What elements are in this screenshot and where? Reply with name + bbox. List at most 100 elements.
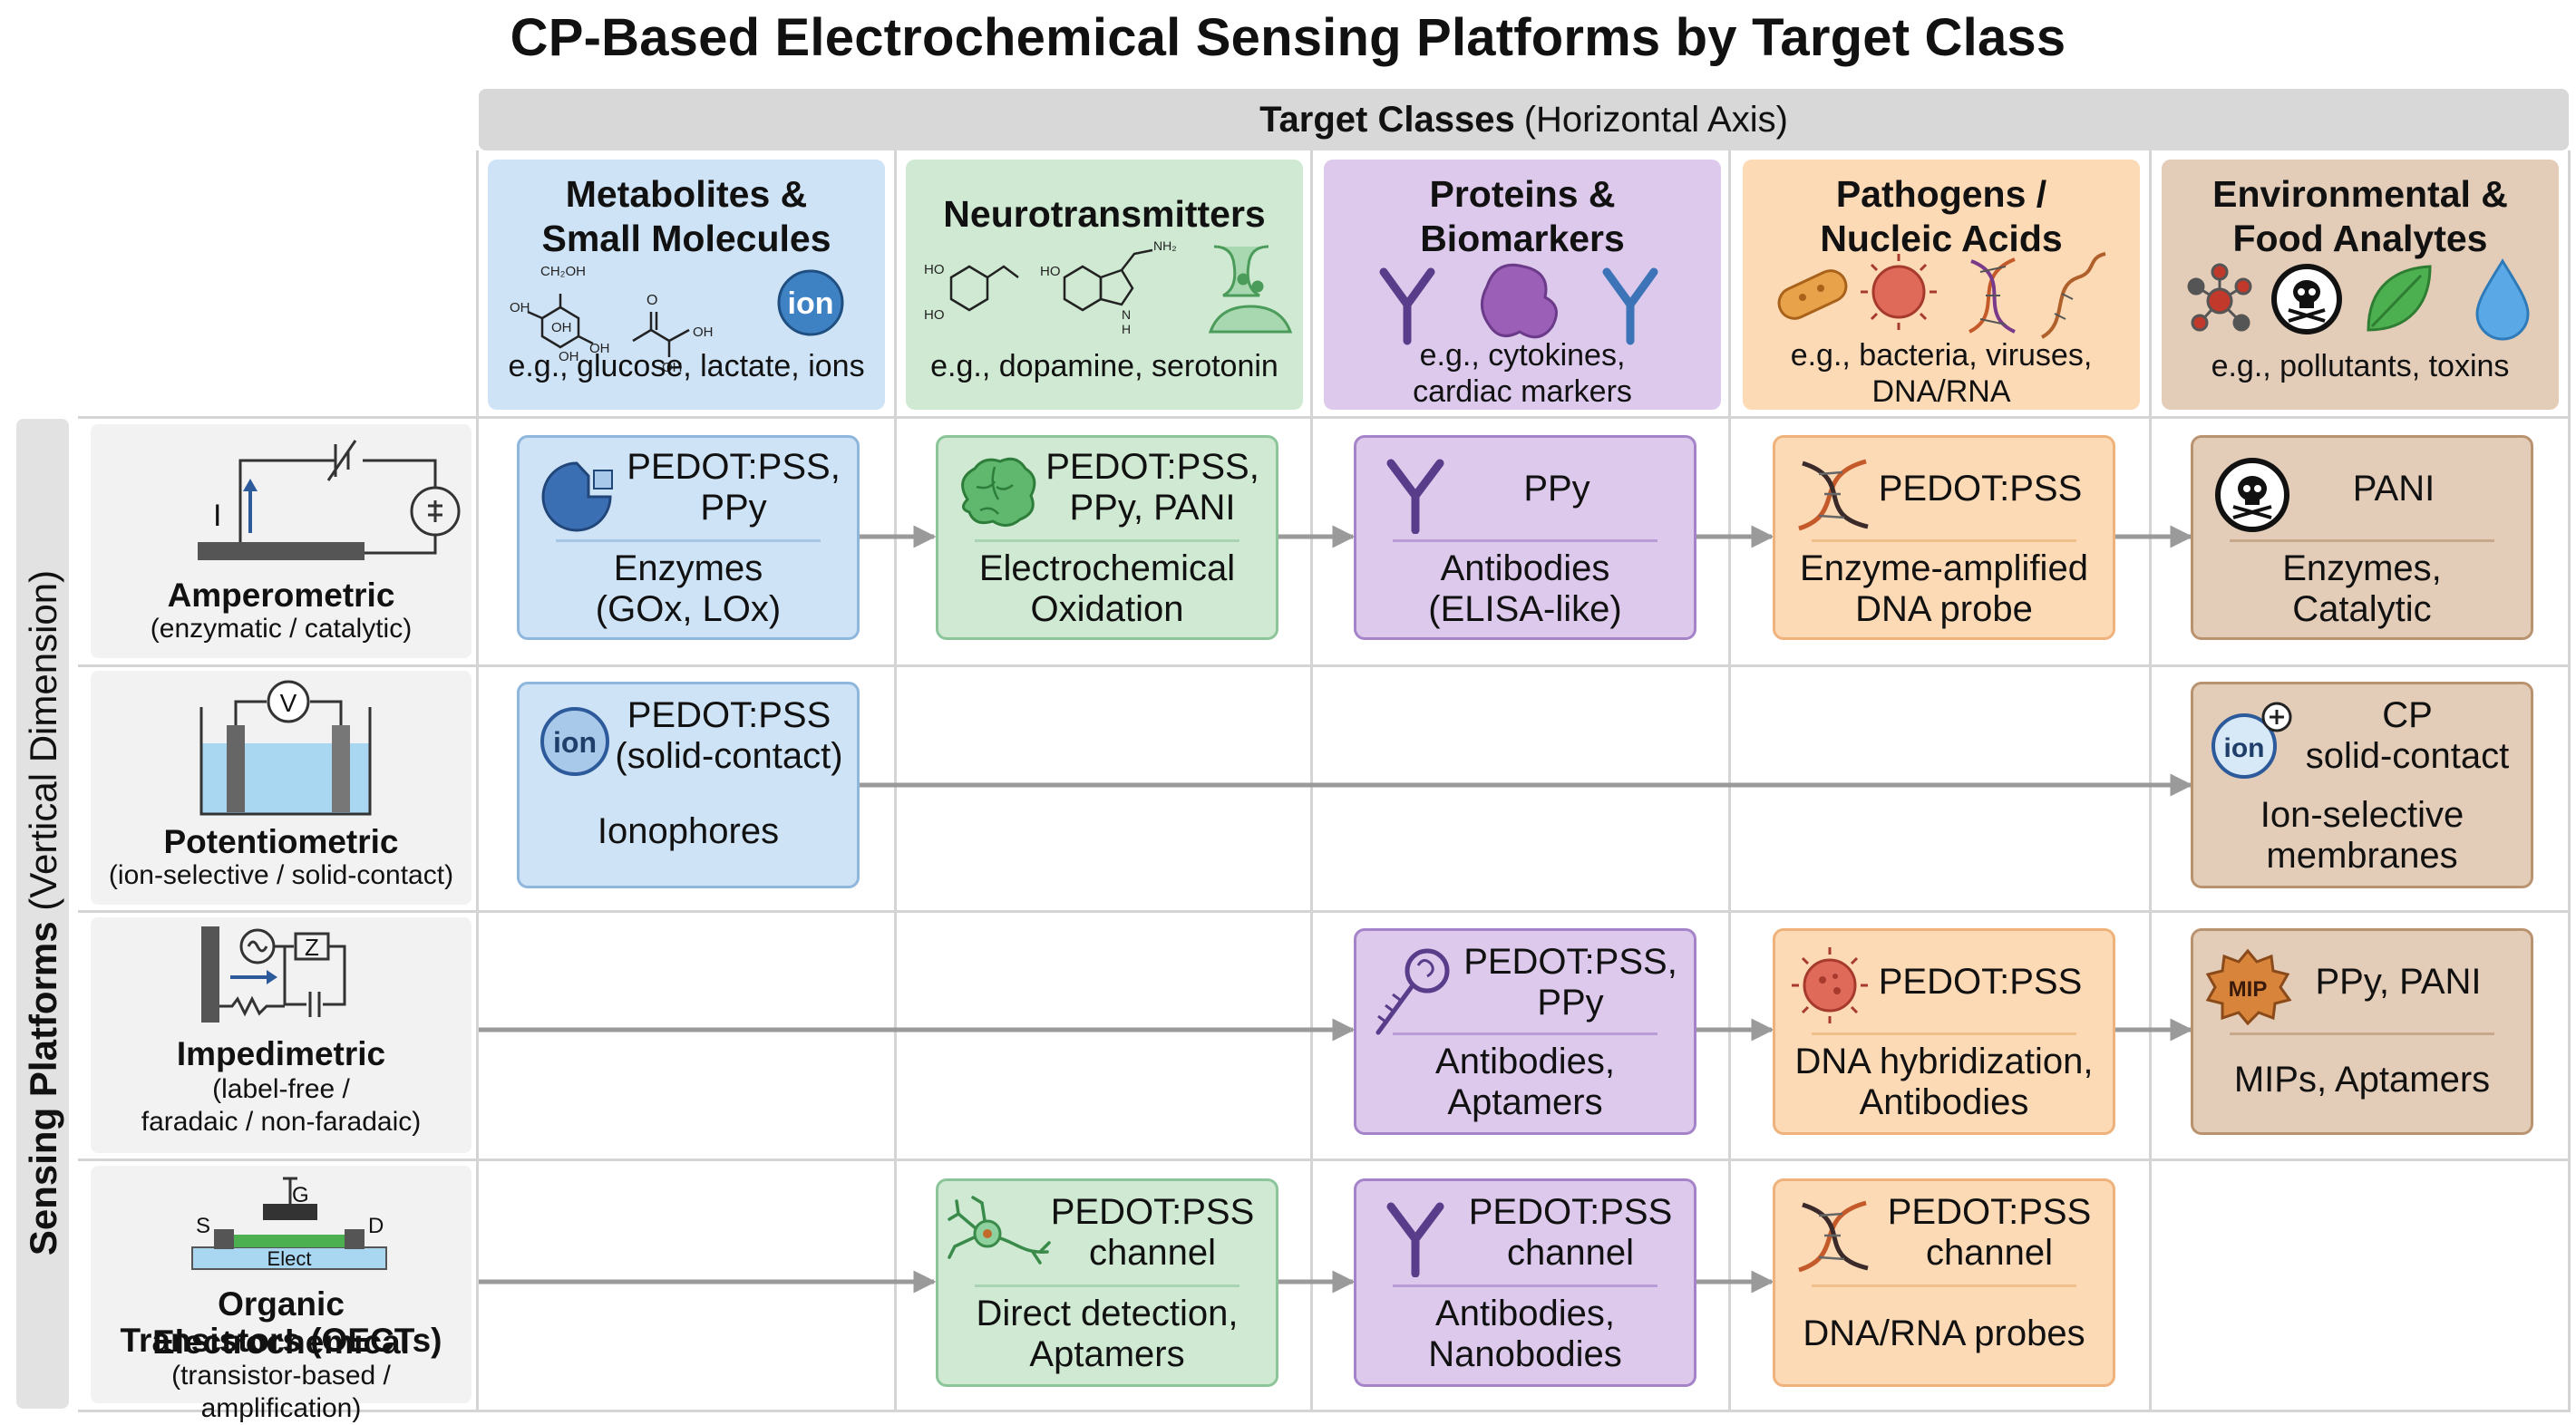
recognition-line-2: membranes	[2266, 836, 2458, 876]
recognition-line-2: Nanobodies	[1428, 1334, 1622, 1374]
column-header-metabolites: Metabolites & Small Molecules CH₂OH OH O…	[488, 160, 885, 410]
aptamer-probe-icon	[1375, 948, 1450, 1035]
cell-amperometric-neurotransmitters: PEDOT:PSS, PPy, PANI Electrochemical Oxi…	[936, 435, 1278, 640]
ion-label: ion	[2224, 733, 2265, 763]
recognition-line-1: DNA/RNA probes	[1803, 1314, 2085, 1353]
leaf-icon	[2367, 265, 2432, 332]
cell-amperometric-proteins: PPy Antibodies (ELISA-like)	[1354, 435, 1696, 640]
column-example-line-1: e.g., cytokines,	[1419, 338, 1626, 373]
row-subtitle: (ion-selective / solid-contact)	[108, 860, 454, 890]
protein-icon	[1481, 263, 1558, 339]
serotonin-label-n: N	[1122, 307, 1131, 322]
material-line-2: PPy	[700, 488, 767, 528]
glucose-label-oh-1: OH	[551, 320, 572, 335]
column-example-line-1: e.g., bacteria, viruses,	[1790, 338, 2093, 373]
material-line-1: PEDOT:PSS	[627, 695, 831, 735]
cell-impedimetric-environmental: MIP PPy, PANI MIPs, Aptamers	[2191, 928, 2533, 1135]
potentiometric-cell-icon: V	[199, 680, 372, 816]
horizontal-axis-bold: Target Classes	[1259, 99, 1515, 140]
neuron-icon	[948, 1196, 1051, 1265]
material-line-2: channel	[1506, 1233, 1635, 1273]
amperometric-circuit-icon: I	[198, 440, 461, 560]
ion-icon: ion	[540, 707, 609, 776]
row-subtitle-line-1: (label-free /	[212, 1074, 350, 1104]
brain-icon	[961, 457, 1036, 527]
recognition-line-2: (GOx, LOx)	[595, 589, 782, 629]
mip-icon: MIP	[2205, 948, 2292, 1026]
environmental-icons	[2187, 258, 2530, 341]
divider	[2230, 1032, 2494, 1035]
row-title-line-2: Transistors (OECTs)	[120, 1322, 442, 1359]
material-line-2: PPy, PANI	[1069, 488, 1236, 528]
impedance-symbol: Z	[305, 934, 319, 961]
rna-icon	[2040, 252, 2106, 339]
cell-oect-proteins: PEDOT:PSS channel Antibodies, Nanobodies	[1354, 1178, 1696, 1387]
divider	[1393, 1284, 1657, 1287]
serotonin-label-h: H	[1122, 322, 1131, 336]
cell-impedimetric-proteins: PEDOT:PSS, PPy Antibodies, Aptamers	[1354, 928, 1696, 1135]
protein-icons	[1379, 263, 1658, 345]
row-title: Amperometric	[167, 577, 395, 614]
metabolite-icons: CH₂OH OH OH OH OH O OH OH ion	[510, 264, 844, 375]
bacteria-icon	[1777, 269, 1848, 320]
cell-potentiometric-metabolites: ion PEDOT:PSS (solid-contact) Ionophores	[517, 682, 860, 888]
column-header-pathogens: Pathogens / Nucleic Acids e.g., bacteria…	[1743, 160, 2140, 410]
glucose-label-oh-3: OH	[589, 341, 610, 356]
column-title-line-1: Neurotransmitters	[943, 193, 1266, 235]
divider	[1393, 1032, 1657, 1035]
mip-label: MIP	[2229, 977, 2268, 1002]
divider	[556, 539, 821, 542]
row-header-potentiometric: V Potentiometric (ion-selective / solid-…	[91, 671, 471, 905]
skull-icon	[2271, 264, 2342, 334]
antibody-icon	[1386, 459, 1444, 534]
gate-label: G	[292, 1183, 309, 1207]
serotonin-label-ho: HO	[1040, 264, 1061, 279]
antibody-icon	[1386, 1202, 1444, 1277]
column-example-line-2: cardiac markers	[1413, 374, 1632, 409]
material-line-1: CP	[2382, 695, 2433, 735]
recognition-line-1: DNA hybridization,	[1794, 1042, 2094, 1081]
recognition-line-2: Catalytic	[2292, 589, 2432, 629]
glucose-label-ch2oh: CH₂OH	[540, 264, 586, 279]
serotonin-structure-icon	[1063, 248, 1153, 312]
recognition-line-1: Enzymes	[613, 548, 763, 588]
ion-plus-icon: ion	[2211, 702, 2292, 779]
material-line-1: PEDOT:PSS,	[627, 447, 841, 487]
synapse-icon	[1208, 245, 1293, 334]
recognition-line-2: Antibodies	[1859, 1082, 2029, 1122]
ion-label: ion	[788, 286, 834, 321]
glucose-structure-icon	[527, 294, 594, 349]
column-title-line-1: Metabolites &	[565, 173, 808, 215]
row-subtitle-line-2: faradaic / non-faradaic)	[141, 1107, 422, 1137]
column-header-neurotransmitters: Neurotransmitters HO HO HO NH₂ N H e.g.,…	[906, 160, 1303, 410]
recognition-line-1: Ion-selective	[2260, 795, 2464, 835]
cell-amperometric-pathogens: PEDOT:PSS Enzyme-amplified DNA probe	[1773, 435, 2115, 640]
divider	[1812, 1032, 2076, 1035]
page-title: CP-Based Electrochemical Sensing Platfor…	[510, 8, 2066, 67]
lactate-label-o: O	[646, 293, 657, 308]
material-line-2: solid-contact	[2305, 736, 2510, 776]
lactate-label-oh-1: OH	[693, 325, 714, 340]
dna-icon	[1798, 459, 1869, 531]
column-example-line-2: DNA/RNA	[1871, 374, 2011, 409]
column-title-line-2: Nucleic Acids	[1820, 218, 2063, 259]
column-title-line-2: Small Molecules	[541, 218, 831, 259]
vertical-axis-label: Sensing Platforms (Vertical Dimension)	[16, 419, 69, 1409]
recognition-line-2: Aptamers	[1029, 1334, 1185, 1374]
column-title-line-2: Biomarkers	[1420, 218, 1625, 259]
dopamine-label-ho-2: HO	[924, 307, 945, 323]
column-title-line-1: Environmental &	[2212, 173, 2508, 215]
row-header-amperometric: I Amperometric (enzymatic / catalytic)	[91, 424, 471, 658]
recognition-line-1: Direct detection,	[976, 1294, 1239, 1333]
row-subtitle: (enzymatic / catalytic)	[150, 614, 413, 644]
recognition-line-2: Aptamers	[1447, 1082, 1603, 1122]
column-title-line-1: Pathogens /	[1835, 173, 2047, 215]
material-line-2: channel	[1925, 1233, 2054, 1273]
pathogen-icons	[1777, 252, 2106, 339]
recognition-line-1: Antibodies,	[1435, 1294, 1615, 1333]
column-example: e.g., pollutants, toxins	[2211, 349, 2510, 383]
recognition-line-2: DNA probe	[1855, 589, 2033, 629]
current-symbol: I	[213, 499, 221, 533]
electrolyte-label: Elect	[267, 1247, 312, 1270]
